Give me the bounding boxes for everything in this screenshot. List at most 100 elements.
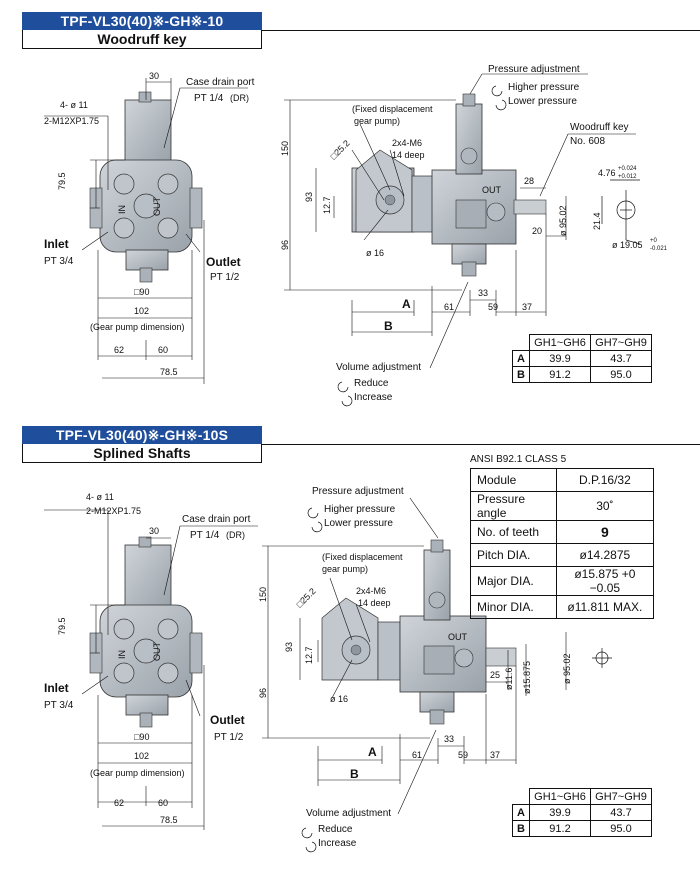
gh-row-b-v1: 91.2 bbox=[529, 366, 591, 383]
dim-sq90-2: □90 bbox=[134, 732, 149, 742]
gh-table-2: GH1~GH6 GH7~GH9 A 39.9 43.7 B 91.2 95.0 bbox=[512, 788, 652, 837]
gh-row-b-key: B bbox=[512, 366, 530, 383]
outlet-label-2: Outlet bbox=[210, 713, 245, 727]
inlet-pt-1: PT 3/4 bbox=[44, 256, 74, 267]
front-view-2 bbox=[89, 536, 203, 728]
gh-table-1: GH1~GH6 GH7~GH9 A 39.9 43.7 B 91.2 95.0 bbox=[512, 334, 652, 383]
ansi-key: No. of teeth bbox=[470, 520, 557, 544]
dim-93-1: 93 bbox=[304, 192, 314, 202]
dim-1905-tol-p-1: +0 bbox=[650, 238, 658, 244]
ansi-value: ø15.875 +0 −0.05 bbox=[555, 566, 655, 596]
gh-row-b-v2: 95.0 bbox=[590, 820, 652, 837]
ansi-key: Major DIA. bbox=[470, 566, 557, 596]
shaft-end-1 bbox=[601, 179, 641, 245]
dim-61-1: 61 bbox=[444, 302, 454, 312]
dim-B-2: B bbox=[350, 767, 359, 781]
rotation-icons-2 bbox=[301, 507, 323, 853]
section1-title: TPF-VL30(40)※-GH※-10 bbox=[22, 12, 262, 30]
increase-label-2: Increase bbox=[318, 838, 357, 849]
gh-col1-header: GH1~GH6 bbox=[529, 788, 591, 805]
fixed-disp-2: (Fixed displacement bbox=[322, 552, 403, 562]
volume-adj-label-1: Volume adjustment bbox=[336, 362, 421, 373]
dim-127-1: 12.7 bbox=[322, 196, 332, 214]
ansi-value: 9 bbox=[555, 520, 655, 544]
outlet-pt-1: PT 1/2 bbox=[210, 272, 240, 283]
ansi-title: ANSI B92.1 CLASS 5 bbox=[470, 454, 567, 465]
dim-1905-1: ø 19.05 bbox=[612, 240, 643, 250]
higher-pressure-1: Higher pressure bbox=[508, 82, 580, 93]
dim-96-1: 96 bbox=[280, 240, 290, 250]
dim-795-1: 79.5 bbox=[57, 172, 67, 190]
dim-15875-2: ø15.875 bbox=[522, 661, 532, 694]
dim-9502-1: ø 95.02 bbox=[558, 205, 568, 236]
gh-row-a-key: A bbox=[512, 350, 530, 367]
section1-subtitle: Woodruff key bbox=[22, 30, 262, 49]
dim-20-1: 20 bbox=[532, 226, 542, 236]
gear-dim-label-2: (Gear pump dimension) bbox=[90, 768, 185, 778]
dim-16-1: ø 16 bbox=[366, 248, 384, 258]
hole-dia-2: 4- ø 11 bbox=[86, 492, 114, 502]
dim-116-2: ø11.6 bbox=[504, 668, 514, 690]
dim-59-2: 59 bbox=[458, 750, 468, 760]
dim-33-1: 33 bbox=[478, 288, 488, 298]
inlet-label-2: Inlet bbox=[44, 681, 69, 695]
dim-B-1: B bbox=[384, 319, 393, 333]
out-side-label-1: OUT bbox=[482, 185, 502, 195]
dim-sq90-1: □90 bbox=[134, 287, 149, 297]
dim-214-1: 21.4 bbox=[592, 212, 602, 230]
dims-front-1 bbox=[44, 78, 248, 384]
ansi-key: Pressure angle bbox=[470, 491, 557, 521]
ansi-key: Module bbox=[470, 468, 557, 492]
spline-end-2 bbox=[592, 648, 612, 668]
gh-table-corner bbox=[513, 335, 530, 351]
out-port-label-1: OUT bbox=[152, 197, 162, 217]
gh-col2-header: GH7~GH9 bbox=[590, 334, 652, 351]
dim-476-tol-m-1: +0.012 bbox=[618, 174, 637, 180]
dim-150-2: 150 bbox=[258, 587, 268, 602]
case-drain-dr-2: (DR) bbox=[226, 530, 245, 540]
outlet-pt-2: PT 1/2 bbox=[214, 732, 244, 743]
dim-33-2: 33 bbox=[444, 734, 454, 744]
gear-pump-1: gear pump) bbox=[354, 116, 400, 126]
dim-30-1: 30 bbox=[149, 71, 159, 81]
inlet-pt-2: PT 3/4 bbox=[44, 700, 74, 711]
gear-pump-2: gear pump) bbox=[322, 564, 368, 574]
in-port-label-1: IN bbox=[117, 205, 127, 214]
dim-60-1: 60 bbox=[158, 345, 168, 355]
m6-label-1: 2x4-M6 bbox=[392, 138, 422, 148]
section2-header: TPF-VL30(40)※-GH※-10S Splined Shafts bbox=[22, 426, 262, 463]
dim-9502-2: ø 95.02 bbox=[562, 653, 572, 684]
in-port-label-2: IN bbox=[117, 650, 127, 659]
woodruff-no-1: No. 608 bbox=[570, 136, 605, 147]
dim-252-1: □25.2 bbox=[328, 138, 351, 161]
dim-795-2: 79.5 bbox=[57, 617, 67, 635]
dim-37-2: 37 bbox=[490, 750, 500, 760]
side-view-2 bbox=[321, 539, 517, 725]
higher-pressure-2: Higher pressure bbox=[324, 504, 396, 515]
rotation-icons-1 bbox=[337, 85, 507, 407]
section1-header: TPF-VL30(40)※-GH※-10 Woodruff key bbox=[22, 12, 262, 49]
deep-label-2: 14 deep bbox=[358, 598, 391, 608]
dim-59-1: 59 bbox=[488, 302, 498, 312]
ansi-key: Pitch DIA. bbox=[470, 543, 557, 567]
out-side-label-2: OUT bbox=[448, 632, 468, 642]
ansi-value: ø11.811 MAX. bbox=[555, 595, 655, 619]
reduce-label-1: Reduce bbox=[354, 378, 389, 389]
gh-row-a-key: A bbox=[512, 804, 530, 821]
gh-row-b-v2: 95.0 bbox=[590, 366, 652, 383]
ansi-value: ø14.2875 bbox=[555, 543, 655, 567]
dim-28-1: 28 bbox=[524, 176, 534, 186]
dim-A-1: A bbox=[402, 297, 411, 311]
gh-col1-header: GH1~GH6 bbox=[529, 334, 591, 351]
dims-side-2 bbox=[262, 497, 567, 815]
section2-rule bbox=[262, 444, 700, 445]
gh-row-a-v2: 43.7 bbox=[590, 804, 652, 821]
m6-label-2: 2x4-M6 bbox=[356, 586, 386, 596]
volume-adj-label-2: Volume adjustment bbox=[306, 808, 391, 819]
case-drain-dr-1: (DR) bbox=[230, 93, 249, 103]
inlet-label-1: Inlet bbox=[44, 237, 69, 251]
case-drain-label-1: Case drain port bbox=[186, 77, 255, 88]
lower-pressure-1: Lower pressure bbox=[508, 96, 577, 107]
